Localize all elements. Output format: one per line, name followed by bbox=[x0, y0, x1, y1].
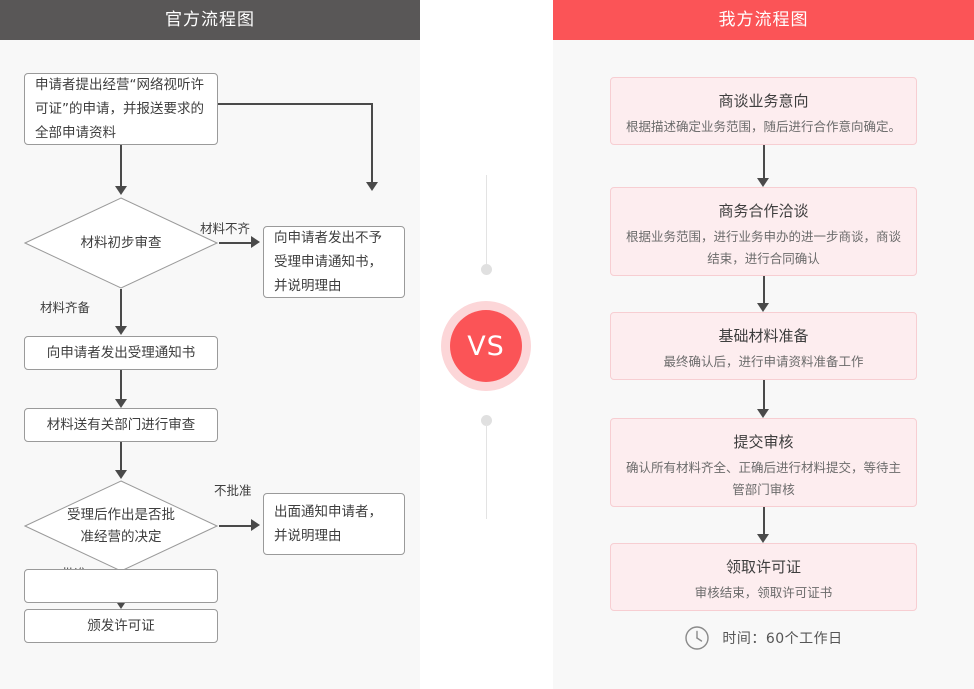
official-flow-panel: 官方流程图 申请者提出经营“网络视听许可证”的申请，并报送要求的全部申请资料 材… bbox=[0, 0, 420, 689]
step-connector-4 bbox=[763, 507, 765, 537]
step-card-1-desc: 根据描述确定业务范围，随后进行合作意向确定。 bbox=[625, 119, 901, 134]
step-connector-arrow-4 bbox=[757, 534, 769, 543]
our-flow-panel: 我方流程图 商谈业务意向 根据描述确定业务范围，随后进行合作意向确定。 商务合作… bbox=[553, 0, 974, 689]
duration-text: 时间：60个工作日 bbox=[722, 631, 843, 647]
step-card-3: 基础材料准备 最终确认后，进行申请资料准备工作 bbox=[610, 312, 917, 380]
step-card-3-title: 基础材料准备 bbox=[718, 327, 809, 345]
step-card-2: 商务合作洽谈 根据业务范围，进行业务申办的进一步商谈，商谈结束，进行合同确认 bbox=[610, 187, 917, 276]
step-card-1: 商谈业务意向 根据描述确定业务范围，随后进行合作意向确定。 bbox=[610, 77, 917, 145]
step-connector-2 bbox=[763, 276, 765, 306]
connector-arrow-decision bbox=[115, 470, 127, 479]
duration-row: 时间：60个工作日 bbox=[553, 625, 974, 651]
flow-node-issue-license: 颁发许可证 bbox=[24, 609, 218, 643]
flow-decision-approval: 受理后作出是否批准经营的决定 bbox=[24, 480, 218, 572]
connector-arrow-issue bbox=[115, 600, 127, 609]
step-card-2-title: 商务合作洽谈 bbox=[718, 202, 809, 220]
step-card-5: 领取许可证 审核结束，领取许可证书 bbox=[610, 543, 917, 611]
divider-line-top bbox=[486, 175, 487, 270]
flow-node-apply: 申请者提出经营“网络视听许可证”的申请，并报送要求的全部申请资料 bbox=[24, 73, 218, 145]
step-connector-arrow-2 bbox=[757, 303, 769, 312]
vs-badge-label: VS bbox=[450, 310, 522, 382]
flow-node-dept-review: 材料送有关部门进行审查 bbox=[24, 408, 218, 442]
connector-accept-to-dept bbox=[120, 370, 122, 402]
step-card-4-title: 提交审核 bbox=[733, 433, 794, 451]
edge-label-not-approved: 不批准 bbox=[214, 483, 252, 498]
connector-review1-to-reject1 bbox=[219, 242, 253, 244]
flow-node-reject1: 向申请者发出不予受理申请通知书，并说明理由 bbox=[263, 226, 405, 298]
connector-arrow-review1 bbox=[115, 186, 127, 195]
divider-dot-top bbox=[481, 264, 492, 275]
official-flow-diagram: 申请者提出经营“网络视听许可证”的申请，并报送要求的全部申请资料 材料初步审查 … bbox=[0, 40, 420, 689]
divider-line-bottom bbox=[486, 424, 487, 519]
connector-apply-to-review1 bbox=[120, 145, 122, 190]
connector-apply-to-reject1-vertical bbox=[371, 103, 373, 185]
diamond-shape-icon bbox=[24, 197, 218, 289]
step-card-4-desc: 确认所有材料齐全、正确后进行材料提交，等待主管部门审核 bbox=[625, 460, 901, 497]
vs-badge: VS bbox=[441, 301, 531, 391]
our-flow-steps: 商谈业务意向 根据描述确定业务范围，随后进行合作意向确定。 商务合作洽谈 根据业… bbox=[553, 40, 974, 689]
connector-arrow-reject2 bbox=[251, 519, 260, 531]
step-card-3-desc: 最终确认后，进行申请资料准备工作 bbox=[663, 354, 864, 369]
flow-node-issue-license-hidden bbox=[24, 569, 218, 603]
step-card-1-title: 商谈业务意向 bbox=[718, 92, 809, 110]
step-connector-arrow-3 bbox=[757, 409, 769, 418]
connector-apply-to-reject1-horizontal bbox=[218, 103, 373, 105]
clock-icon bbox=[685, 626, 710, 650]
official-flow-header: 官方流程图 bbox=[0, 0, 420, 40]
edge-label-complete: 材料齐备 bbox=[40, 300, 91, 315]
connector-review1-to-accept bbox=[120, 289, 122, 329]
flow-decision-approval-label: 受理后作出是否批准经营的决定 bbox=[67, 507, 175, 545]
connector-decision-to-reject2 bbox=[219, 525, 253, 527]
flow-decision-review1: 材料初步审查 bbox=[24, 197, 218, 289]
step-card-2-desc: 根据业务范围，进行业务申办的进一步商谈，商谈结束，进行合同确认 bbox=[625, 229, 901, 266]
connector-arrow-dept bbox=[115, 399, 127, 408]
flow-node-reject2: 出面通知申请者，并说明理由 bbox=[263, 493, 405, 555]
connector-arrow-accept bbox=[115, 326, 127, 335]
step-card-5-desc: 审核结束，领取许可证书 bbox=[694, 585, 833, 600]
our-flow-header: 我方流程图 bbox=[553, 0, 974, 40]
step-card-5-title: 领取许可证 bbox=[725, 558, 801, 576]
connector-arrow-reject1 bbox=[366, 182, 378, 191]
divider-dot-bottom bbox=[481, 415, 492, 426]
step-card-4: 提交审核 确认所有材料齐全、正确后进行材料提交，等待主管部门审核 bbox=[610, 418, 917, 507]
step-connector-3 bbox=[763, 380, 765, 412]
connector-arrow-reject1-right bbox=[251, 236, 260, 248]
connector-dept-to-decision bbox=[120, 442, 122, 474]
vs-divider: VS bbox=[420, 0, 553, 689]
step-connector-arrow-1 bbox=[757, 178, 769, 187]
flow-decision-review1-label: 材料初步审查 bbox=[80, 235, 162, 251]
edge-label-incomplete: 材料不齐 bbox=[200, 221, 251, 236]
step-connector-1 bbox=[763, 145, 765, 181]
flow-node-accept: 向申请者发出受理通知书 bbox=[24, 336, 218, 370]
